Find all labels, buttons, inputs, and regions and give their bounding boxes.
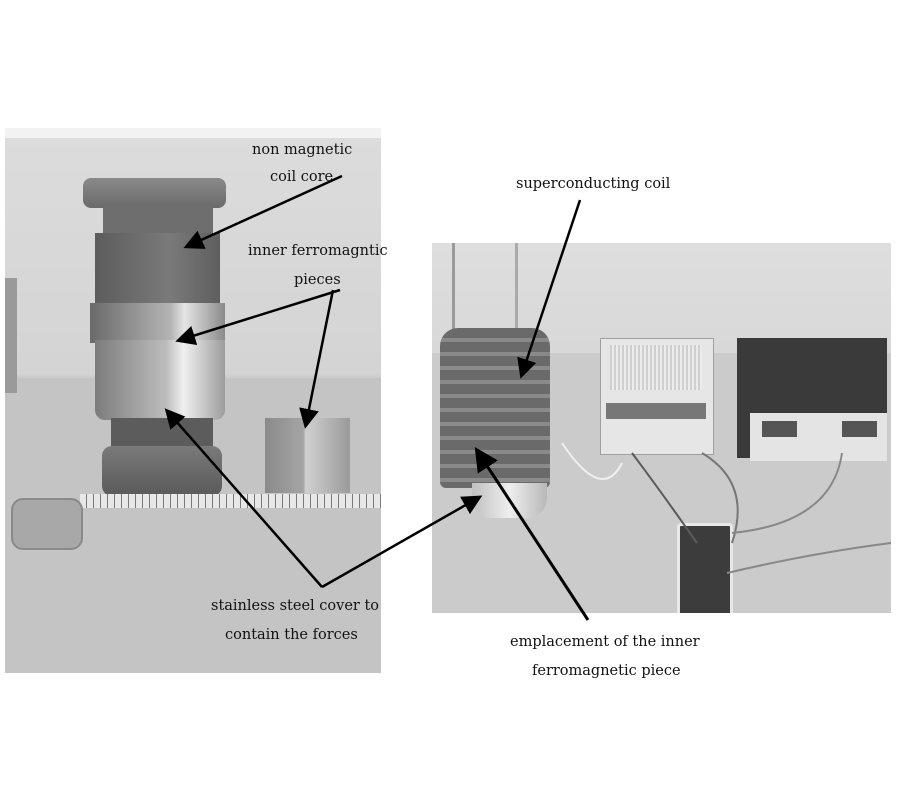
left-photo-coil-core-assembly	[5, 128, 381, 673]
power-supply-2-meter-right	[842, 421, 877, 437]
power-supply-1-displays	[606, 403, 706, 419]
right-photo-test-setup	[432, 243, 891, 613]
upper-core-step	[95, 233, 220, 308]
power-supply-1-vents	[610, 345, 702, 390]
multimeter	[677, 523, 733, 613]
shelf-edge	[5, 128, 381, 138]
power-supply-2-meter-left	[762, 421, 797, 437]
inner-ferromagnetic-ring	[90, 303, 225, 343]
label-emplacement: emplacement of the inner	[510, 634, 700, 650]
label-non-magnetic: non magnetic	[252, 142, 353, 158]
label-contain-forces: contain the forces	[225, 627, 358, 643]
label-stainless-steel-cover: stainless steel cover to	[211, 598, 379, 614]
label-inner-ferromagntic: inner ferromagntic	[248, 243, 388, 259]
bottom-flange	[102, 446, 222, 496]
label-coil-core: coil core	[270, 169, 334, 185]
ruler	[80, 494, 381, 508]
stainless-steel-cover	[95, 340, 225, 420]
cables	[561, 442, 891, 574]
label-ferromagnetic-piece: ferromagnetic piece	[532, 663, 681, 679]
ferromagnetic-piece-block	[265, 418, 350, 493]
tape-measure	[11, 498, 83, 550]
label-pieces: pieces	[294, 272, 341, 288]
background-object	[5, 278, 17, 393]
label-superconducting-coil: superconducting coil	[516, 176, 671, 192]
coil-wires	[452, 243, 518, 333]
